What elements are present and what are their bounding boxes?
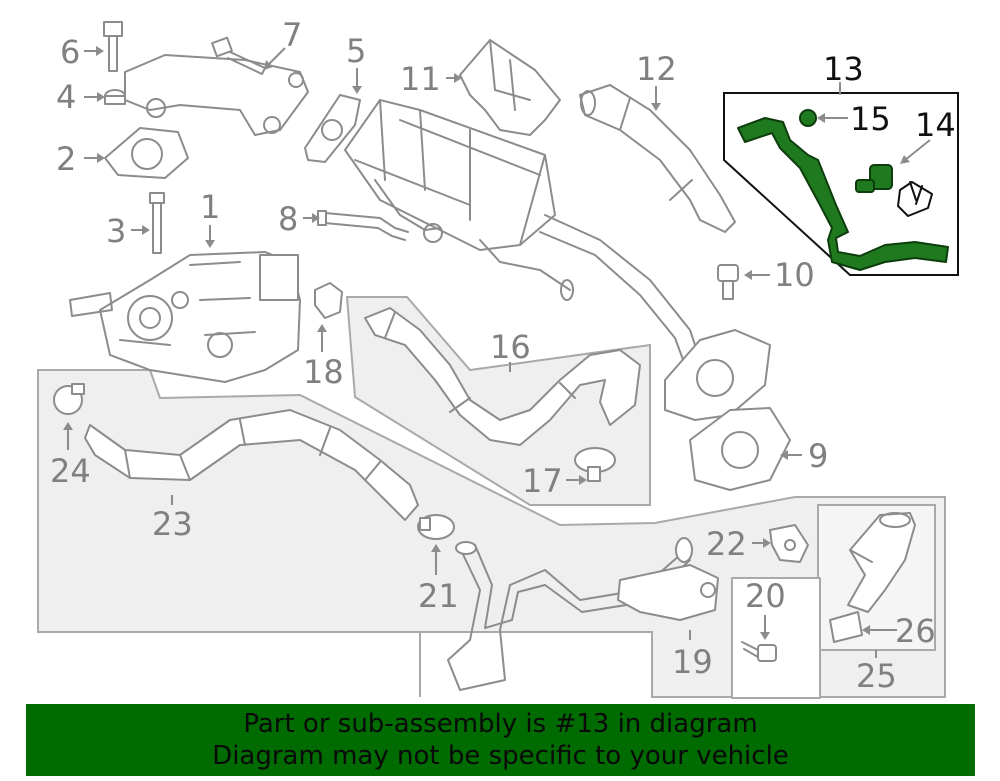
callout-21: 21 (418, 577, 459, 615)
part-14-connector (855, 164, 933, 217)
callout-7: 7 (282, 16, 302, 54)
part-25-hose (847, 512, 916, 613)
part-5-gasket (304, 94, 361, 163)
egr-pipe-lower (539, 214, 771, 421)
callout-6: 6 (60, 33, 80, 71)
part-9-gasket (689, 407, 791, 491)
callout-3: 3 (106, 212, 126, 250)
callout-25: 25 (856, 657, 897, 695)
callout-numbers: 1 2 3 4 5 6 7 8 9 10 11 12 13 14 15 16 1… (50, 16, 956, 695)
callout-13: 13 (823, 50, 864, 88)
callout-18: 18 (303, 353, 344, 391)
callout-16: 16 (490, 328, 531, 366)
part-8-tube (317, 210, 409, 241)
part-2-gasket (104, 127, 189, 179)
callout-26: 26 (895, 612, 936, 650)
part-21-clamp (417, 514, 455, 540)
egr-pipe-upper (124, 54, 309, 136)
group-region-23-19 (37, 369, 946, 698)
callout-22: 22 (706, 525, 747, 563)
callout-11: 11 (400, 60, 441, 98)
callout-10: 10 (774, 256, 815, 294)
part-19-pipe (447, 537, 719, 691)
part-16-hose (364, 307, 641, 446)
part-3-bolt (149, 192, 165, 254)
callout-20: 20 (745, 577, 786, 615)
part-6-bolt (103, 21, 123, 72)
part-13-hose (737, 117, 949, 271)
callout-9: 9 (808, 437, 828, 475)
callout-19: 19 (672, 643, 713, 681)
part-4-washer (104, 89, 126, 105)
callout-4: 4 (56, 78, 76, 116)
leader-lines (63, 46, 931, 658)
part-23-hose (84, 409, 419, 521)
part-18-clip (314, 282, 343, 319)
callout-24: 24 (50, 452, 91, 490)
egr-cooler (344, 99, 574, 301)
callout-5: 5 (346, 32, 366, 70)
part-10-bolt (717, 264, 739, 300)
callout-12: 12 (636, 50, 677, 88)
callout-1: 1 (200, 188, 220, 226)
part-12-hose (579, 84, 736, 233)
part-15-clamp (799, 109, 817, 127)
part-11-heat-shield (459, 39, 561, 136)
banner-line-part-number: Part or sub-assembly is #13 in diagram (243, 709, 758, 739)
part-24-clamp (53, 383, 85, 415)
group-region-19 (731, 577, 821, 699)
part-17-clamp (574, 447, 616, 482)
part-1-valve-body (69, 251, 301, 383)
callout-14: 14 (915, 106, 956, 144)
callout-8: 8 (278, 200, 298, 238)
callout-17: 17 (522, 462, 563, 500)
part-20-bolt (741, 641, 777, 662)
part-26-clip (829, 611, 863, 643)
fitment-notice-banner: Part or sub-assembly is #13 in diagram D… (26, 704, 975, 776)
callout-23: 23 (152, 505, 193, 543)
callout-2: 2 (56, 140, 76, 178)
part-22-clip (769, 524, 809, 563)
parts-diagram: 1 2 3 4 5 6 7 8 9 10 11 12 13 14 15 16 1… (37, 16, 959, 699)
part-7-bolt (211, 36, 266, 75)
banner-line-disclaimer: Diagram may not be specific to your vehi… (212, 741, 789, 771)
callout-15: 15 (850, 100, 891, 138)
